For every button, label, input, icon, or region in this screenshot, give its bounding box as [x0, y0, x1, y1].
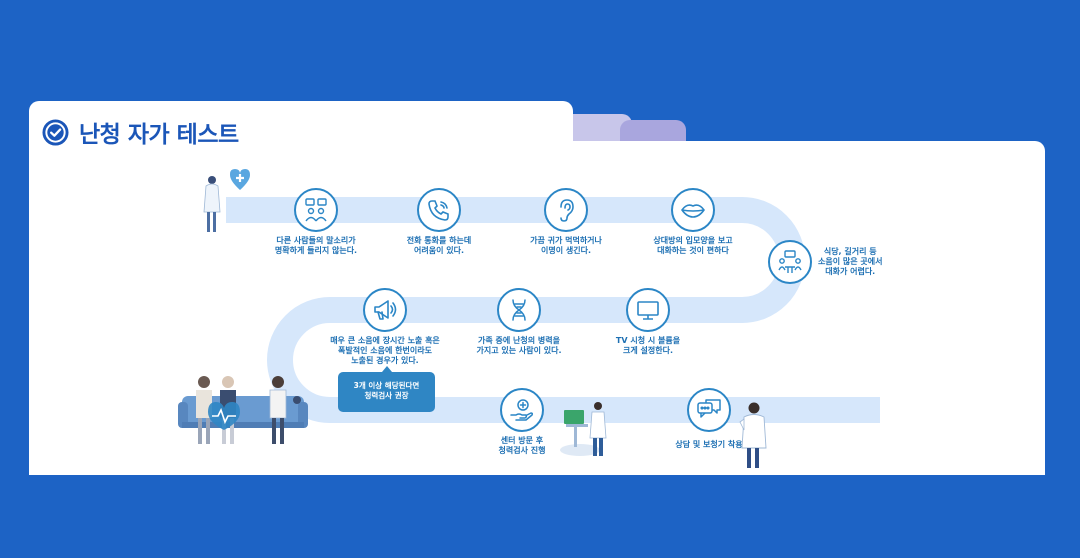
step-text: 가끔 귀가 먹먹하거나 이명이 생긴다.: [530, 236, 602, 255]
doctor-heart-illustration: [203, 169, 250, 232]
chat-bubbles-icon: [687, 388, 731, 432]
step-text: 상대방의 입모양을 보고 대화하는 것이 편하다: [653, 236, 733, 255]
step-speech-unclear: 다른 사람들의 말소리가 명확하게 들리지 않는다.: [250, 188, 382, 256]
title-row: 난청 자가 테스트: [42, 116, 239, 148]
step-lip-reading: 상대방의 입모양을 보고 대화하는 것이 편하다: [637, 188, 749, 256]
family-sofa-illustration: [178, 376, 308, 444]
medical-hand-icon: [500, 388, 544, 432]
lips-icon: [671, 188, 715, 232]
hearing-test-illustration: [560, 402, 607, 456]
doctor-illustration: [739, 402, 767, 468]
step-center-visit: 센터 방문 후 청력검사 진행: [480, 388, 564, 456]
step-tv-volume: TV 시청 시 볼륨을 크게 설정한다.: [596, 288, 700, 356]
check-circle-icon: [42, 118, 69, 146]
step-tinnitus: 가끔 귀가 먹먹하거나 이명이 생긴다.: [510, 188, 622, 256]
step-phone-difficulty: 전화 통화를 하는데 어려움이 있다.: [384, 188, 494, 256]
restaurant-chat-icon: [768, 240, 812, 284]
step-text: 가족 중에 난청의 병력을 가지고 있는 사람이 있다.: [476, 336, 562, 355]
step-text: 상담 및 보청기 착용: [675, 440, 743, 449]
step-family-history: 가족 중에 난청의 병력을 가지고 있는 사람이 있다.: [464, 288, 574, 356]
phone-icon: [417, 188, 461, 232]
step-text: 식당, 길거리 등 소음이 많은 곳에서 대화가 어렵다.: [818, 247, 883, 276]
step-text: 센터 방문 후 청력검사 진행: [498, 436, 546, 455]
megaphone-icon: [363, 288, 407, 332]
page-title: 난청 자가 테스트: [79, 122, 239, 148]
step-text: 다른 사람들의 말소리가 명확하게 들리지 않는다.: [274, 236, 358, 255]
step-text: TV 시청 시 볼륨을 크게 설정한다.: [615, 336, 681, 355]
step-text: 매우 큰 소음에 장시간 노출 혹은 폭발적인 소음에 한번이라도 노출된 경우…: [330, 336, 440, 365]
step-noisy-places: 식당, 길거리 등 소음이 많은 곳에서 대화가 어렵다.: [768, 240, 888, 284]
step-text: 전화 통화를 하는데 어려움이 있다.: [406, 236, 472, 255]
step-loud-noise: 매우 큰 소음에 장시간 노출 혹은 폭발적인 소음에 한번이라도 노출된 경우…: [320, 288, 450, 366]
recommendation-callout: 3개 이상 해당된다면 청력검사 권장: [338, 366, 435, 412]
tv-icon: [626, 288, 670, 332]
people-question-icon: [294, 188, 338, 232]
step-consultation: 상담 및 보청기 착용: [664, 388, 754, 450]
dna-icon: [497, 288, 541, 332]
ear-icon: [544, 188, 588, 232]
